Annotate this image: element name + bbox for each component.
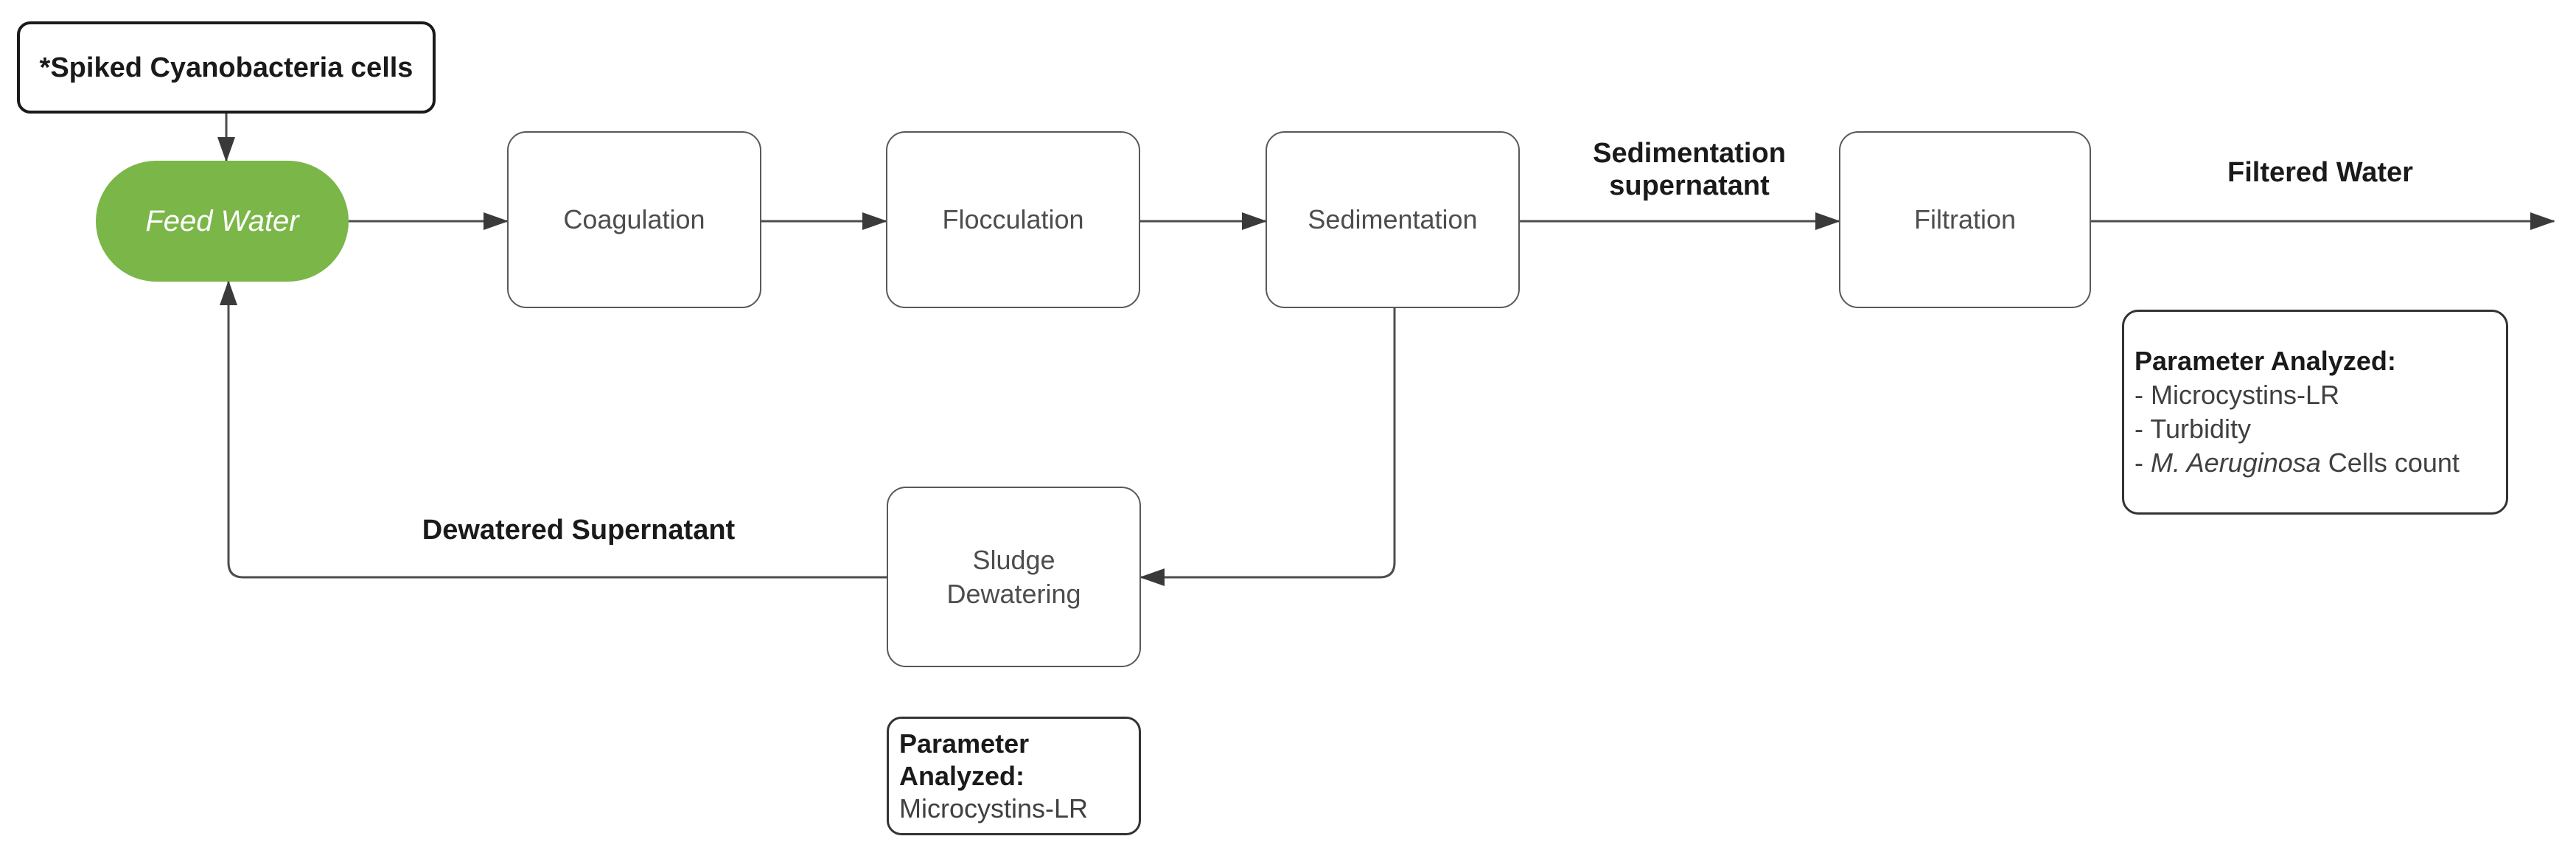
filtered-params-heading: Parameter Analyzed:	[2135, 346, 2396, 376]
arrow-sludge-dewatering-to-feedwater	[220, 280, 887, 579]
coagulation-node: Coagulation	[507, 131, 761, 308]
filtered-water-parameters-box: Parameter Analyzed: - Microcystins-LR - …	[2122, 310, 2508, 515]
filtered-params-item-microcystins: - Microcystins-LR	[2135, 380, 2340, 410]
filtration-node: Filtration	[1839, 131, 2091, 308]
feed-water-node: Feed Water	[96, 161, 349, 282]
sludge-params-heading-line1: Parameter	[899, 728, 1030, 759]
sedimentation-label: Sedimentation	[1308, 204, 1478, 234]
sludge-parameters-box: Parameter Analyzed: Microcystins-LR	[887, 717, 1141, 835]
flocculation-label: Flocculation	[942, 204, 1084, 234]
filtration-label: Filtration	[1913, 204, 2017, 234]
sedimentation-supernatant-label: Sedimentation supernatant	[1593, 138, 1786, 201]
flocculation-node: Flocculation	[886, 131, 1140, 308]
arrow-sedimentation-to-sludge-dewatering	[1139, 308, 1396, 586]
coagulation-label: Coagulation	[563, 204, 705, 234]
filtered-water-label: Filtered Water	[2227, 157, 2413, 188]
sludge-dewatering-node: Sludge Dewatering	[887, 487, 1141, 667]
sedimentation-node: Sedimentation	[1266, 131, 1520, 308]
spiked-cyanobacteria-label: *Spiked Cyanobacteria cells	[39, 52, 413, 83]
sludge-dewatering-label: Sludge Dewatering	[946, 544, 1081, 609]
feed-water-label: Feed Water	[145, 205, 299, 237]
filtered-params-item-turbidity: - Turbidity	[2135, 414, 2252, 444]
sludge-params-heading-line2: Analyzed:	[899, 760, 1025, 791]
filtered-params-item-cells-count: - M. Aeruginosa Cells count	[2135, 448, 2460, 478]
sludge-params-item: Microcystins-LR	[899, 793, 1089, 824]
spiked-cyanobacteria-note: *Spiked Cyanobacteria cells	[17, 21, 436, 114]
dewatered-supernatant-label: Dewatered Supernatant	[422, 515, 736, 546]
